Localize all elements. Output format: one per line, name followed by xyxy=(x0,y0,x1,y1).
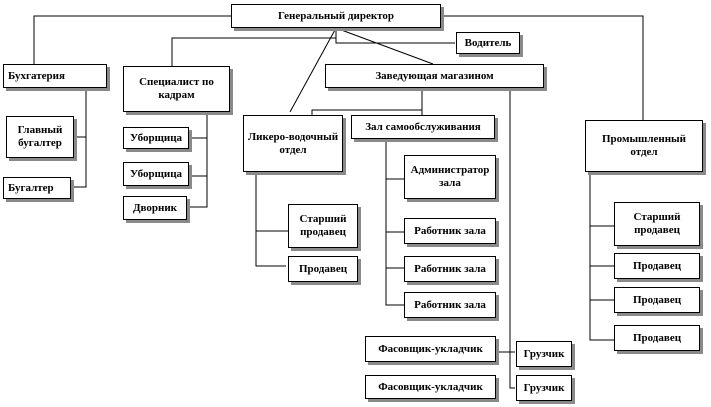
node-accountant: Бугалтер xyxy=(3,177,71,199)
node-hall-admin: Администратор зала xyxy=(404,155,496,199)
node-cleaner: Уборщица xyxy=(123,127,189,149)
connector-director-liquor xyxy=(289,27,337,113)
connector-manager-packers xyxy=(509,88,515,389)
node-seller-ind-1: Продавец xyxy=(614,253,700,279)
node-hr-specialist: Специалист по кадрам xyxy=(123,66,230,112)
connector-liquor xyxy=(255,172,288,267)
node-seller-ind-2: Продавец xyxy=(614,287,700,313)
node-industrial-dept: Промышленный отдел xyxy=(585,120,703,172)
node-hall-worker-2: Работник зала xyxy=(404,256,496,282)
connector-industrial xyxy=(589,172,614,341)
node-chief-accountant: Главный бугалтер xyxy=(6,116,74,158)
node-hall-worker-1: Работник зала xyxy=(404,218,496,244)
node-packer-1: Фасовщик-укладчик xyxy=(365,336,496,362)
node-cleaner-2: Уборщица xyxy=(123,162,189,186)
node-senior-seller-ind: Старший продавец xyxy=(614,202,700,246)
node-accounting: Бухгатерия xyxy=(3,64,107,88)
node-seller-ind-3: Продавец xyxy=(614,325,700,351)
connector-hall xyxy=(385,138,404,306)
node-janitor: Дворник xyxy=(123,196,187,220)
node-driver: Водитель xyxy=(456,32,520,54)
connector-director-driver xyxy=(335,28,455,44)
node-seller-liquor: Продавец xyxy=(288,256,358,282)
connector-hr xyxy=(189,112,208,208)
node-self-service-hall: Зал самообслуживания xyxy=(351,115,495,139)
connector-accounting xyxy=(72,88,87,188)
node-director: Генеральный директор xyxy=(231,4,441,28)
node-hall-worker-3: Работник зала xyxy=(404,292,496,318)
node-loader-2: Грузчик xyxy=(516,375,572,401)
connector-director-manager xyxy=(335,27,434,65)
node-packer-2: Фасовщик-укладчик xyxy=(365,375,496,399)
node-loader-1: Грузчик xyxy=(516,341,572,367)
node-store-manager: Заведующая магазином xyxy=(325,64,544,88)
node-senior-seller-liquor: Старший продавец xyxy=(288,204,358,248)
connector-manager-liquor xyxy=(311,88,423,115)
node-liquor-dept: Ликеро-водочный отдел xyxy=(243,115,343,172)
connector-director-hr xyxy=(171,28,337,66)
